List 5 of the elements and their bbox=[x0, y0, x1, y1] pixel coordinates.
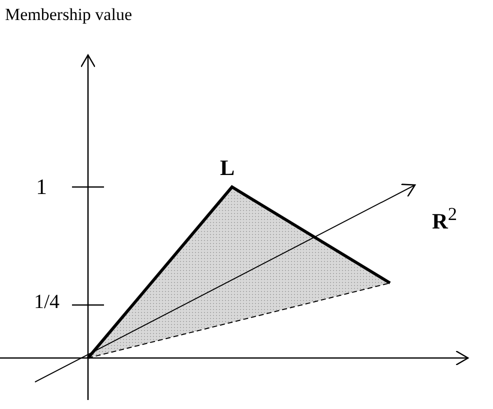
tick-label: 1/4 bbox=[34, 292, 60, 312]
axis-label: R$^{2}$ bbox=[432, 205, 458, 232]
axis-title: Membership value bbox=[5, 6, 132, 23]
set-label: L bbox=[220, 157, 235, 179]
tick-label: 1 bbox=[36, 176, 47, 198]
